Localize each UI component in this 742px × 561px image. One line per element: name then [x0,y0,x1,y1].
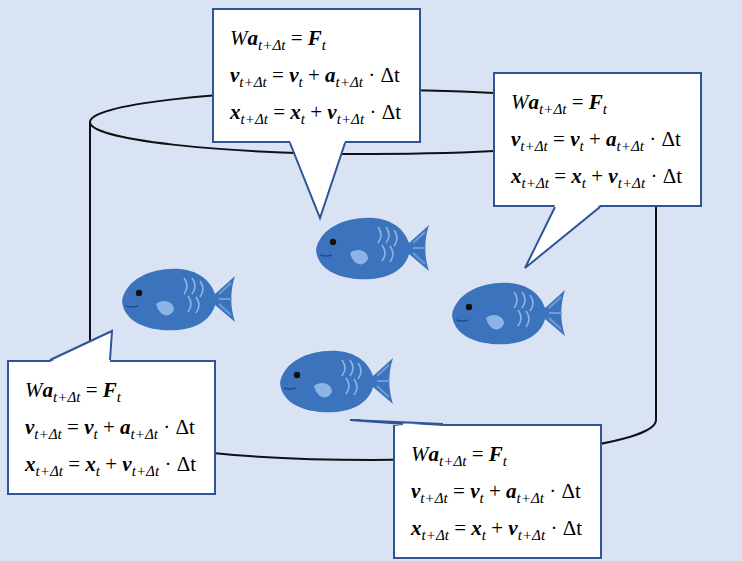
callout-tail [350,420,443,426]
equation: vt+Δt = vt + at+Δt · Δt [230,57,401,94]
speech-bubble: Wat+Δt = Ftvt+Δt = vt + at+Δt · Δtxt+Δt … [212,8,421,143]
equation: xt+Δt = xt + vt+Δt · Δt [230,94,401,131]
fish [122,269,235,331]
callout-tail [290,141,345,218]
equation: Wat+Δt = Ft [511,84,682,121]
speech-bubble: Wat+Δt = Ftvt+Δt = vt + at+Δt · Δtxt+Δt … [393,424,602,559]
callout-tail-fill [350,420,443,426]
callout-tail-outline [290,143,345,218]
equation: Wat+Δt = Ft [411,436,582,473]
equation: xt+Δt = xt + vt+Δt · Δt [411,510,582,547]
callout-tail-outline [525,207,600,268]
callout-tail-fill [290,141,345,218]
callout-tail-outline [350,420,443,424]
equation: Wat+Δt = Ft [25,372,196,409]
callout-tail-outline [50,331,112,360]
callout-tail-fill [525,205,600,268]
callout-tail [525,205,600,268]
speech-bubble: Wat+Δt = Ftvt+Δt = vt + at+Δt · Δtxt+Δt … [7,360,216,495]
equation: vt+Δt = vt + at+Δt · Δt [511,121,682,158]
fish [280,351,393,413]
equation: Wat+Δt = Ft [230,20,401,57]
callout-tail [50,331,112,362]
equation: vt+Δt = vt + at+Δt · Δt [411,473,582,510]
equation: vt+Δt = vt + at+Δt · Δt [25,409,196,446]
fish [316,218,429,280]
fish [452,283,565,345]
callout-tail-fill [50,331,112,362]
equation: xt+Δt = xt + vt+Δt · Δt [511,158,682,195]
speech-bubble: Wat+Δt = Ftvt+Δt = vt + at+Δt · Δtxt+Δt … [493,72,702,207]
equation: xt+Δt = xt + vt+Δt · Δt [25,446,196,483]
